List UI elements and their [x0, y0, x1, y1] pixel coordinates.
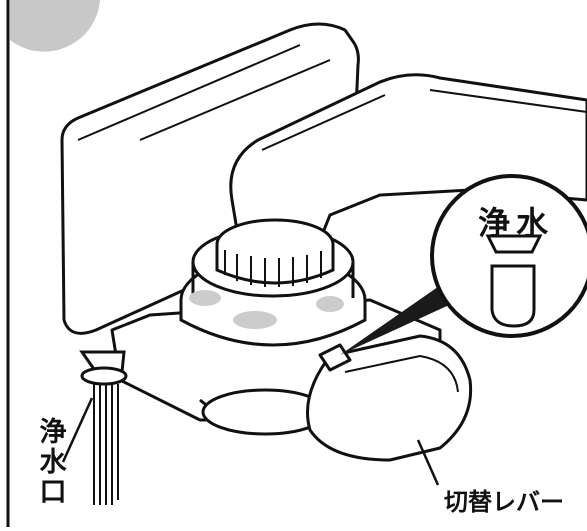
- mounting-nut: [179, 218, 367, 347]
- faucet-body: [60, 22, 360, 335]
- water-stream: [93, 384, 119, 505]
- label-purified-water-outlet: 浄水口: [39, 417, 67, 508]
- label-mode-bubble: 浄水: [478, 204, 555, 242]
- corner-marker: [10, 0, 100, 52]
- label-switch-lever: 切替レバー: [444, 488, 564, 516]
- filter-cartridge-icon: [490, 264, 536, 328]
- outlet-leader-line: [61, 397, 94, 463]
- lever-leader-line: [416, 439, 440, 486]
- switch-lever: [306, 334, 473, 462]
- callout-pointer: [340, 282, 460, 355]
- water-nozzle-icon: [485, 234, 543, 254]
- outlet-nozzle: [79, 350, 128, 386]
- mode-bubble: [430, 174, 587, 338]
